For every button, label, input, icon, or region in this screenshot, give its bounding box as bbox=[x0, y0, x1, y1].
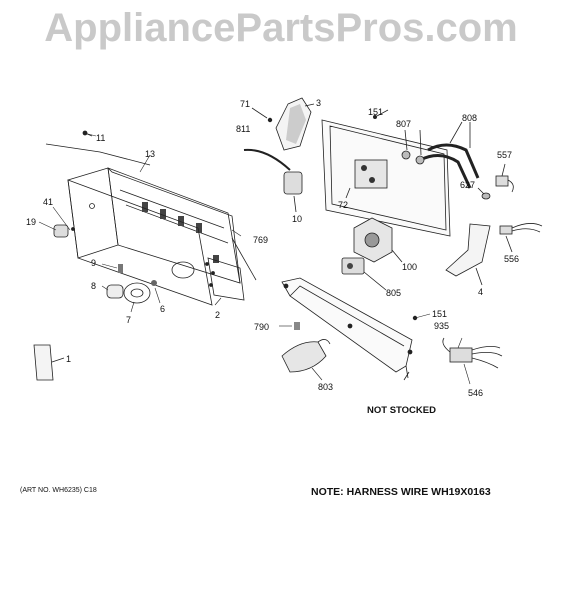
callout-808: 808 bbox=[462, 113, 477, 123]
callout-72: 72 bbox=[338, 200, 348, 210]
watermark: AppliancePartsPros.com bbox=[44, 6, 518, 50]
callout-627: 627 bbox=[460, 180, 475, 190]
callout-100: 100 bbox=[402, 262, 417, 272]
callout-13: 13 bbox=[145, 149, 155, 159]
bracket-part bbox=[251, 97, 315, 151]
hose-switch-part bbox=[243, 148, 303, 213]
callout-11: 11 bbox=[96, 133, 105, 143]
callout-1: 1 bbox=[66, 354, 71, 364]
control-panel-part bbox=[45, 143, 257, 306]
manual-part bbox=[33, 344, 65, 381]
backsplash-part bbox=[321, 109, 451, 237]
callout-8: 8 bbox=[91, 281, 96, 291]
callout-41: 41 bbox=[43, 197, 53, 207]
callout-6: 6 bbox=[160, 304, 165, 314]
harness-note: NOTE: HARNESS WIRE WH19X0163 bbox=[311, 486, 491, 498]
selector-switch-part bbox=[341, 257, 387, 291]
lead-wire-part bbox=[499, 223, 543, 253]
inlet-hoses-part bbox=[401, 121, 491, 200]
callout-71: 71 bbox=[240, 99, 250, 109]
handle-part bbox=[279, 322, 331, 381]
callout-151-top: 151 bbox=[368, 107, 383, 117]
callout-790: 790 bbox=[254, 322, 269, 332]
callout-10: 10 bbox=[292, 214, 302, 224]
callout-4: 4 bbox=[478, 287, 483, 297]
callout-557: 557 bbox=[497, 150, 512, 160]
callout-556: 556 bbox=[504, 254, 519, 264]
timer-part bbox=[353, 217, 403, 263]
callout-19: 19 bbox=[26, 217, 36, 227]
callout-151-bottom: 151 bbox=[432, 309, 447, 319]
wire-harness-part bbox=[442, 337, 503, 385]
art-number: (ART NO. WH6235) C18 bbox=[20, 487, 97, 494]
connector-part bbox=[495, 163, 514, 193]
callout-935: 935 bbox=[434, 321, 449, 331]
callout-3: 3 bbox=[316, 98, 321, 108]
callout-769: 769 bbox=[253, 235, 268, 245]
knob-part bbox=[53, 130, 157, 304]
callout-807: 807 bbox=[396, 119, 411, 129]
callout-labels: 11 13 41 19 9 8 7 6 2 769 1 71 3 811 10 … bbox=[26, 98, 519, 398]
trim-panel-part bbox=[281, 277, 413, 381]
callout-811: 811 bbox=[236, 124, 250, 134]
callout-803: 803 bbox=[318, 382, 333, 392]
callout-9: 9 bbox=[91, 258, 96, 268]
callout-546: 546 bbox=[468, 388, 483, 398]
callout-805: 805 bbox=[386, 288, 401, 298]
callout-2: 2 bbox=[215, 310, 220, 320]
callout-7: 7 bbox=[126, 315, 131, 325]
not-stocked-label: NOT STOCKED bbox=[367, 405, 436, 416]
side-bracket-part bbox=[445, 223, 491, 286]
leader-lines-left bbox=[38, 132, 242, 313]
